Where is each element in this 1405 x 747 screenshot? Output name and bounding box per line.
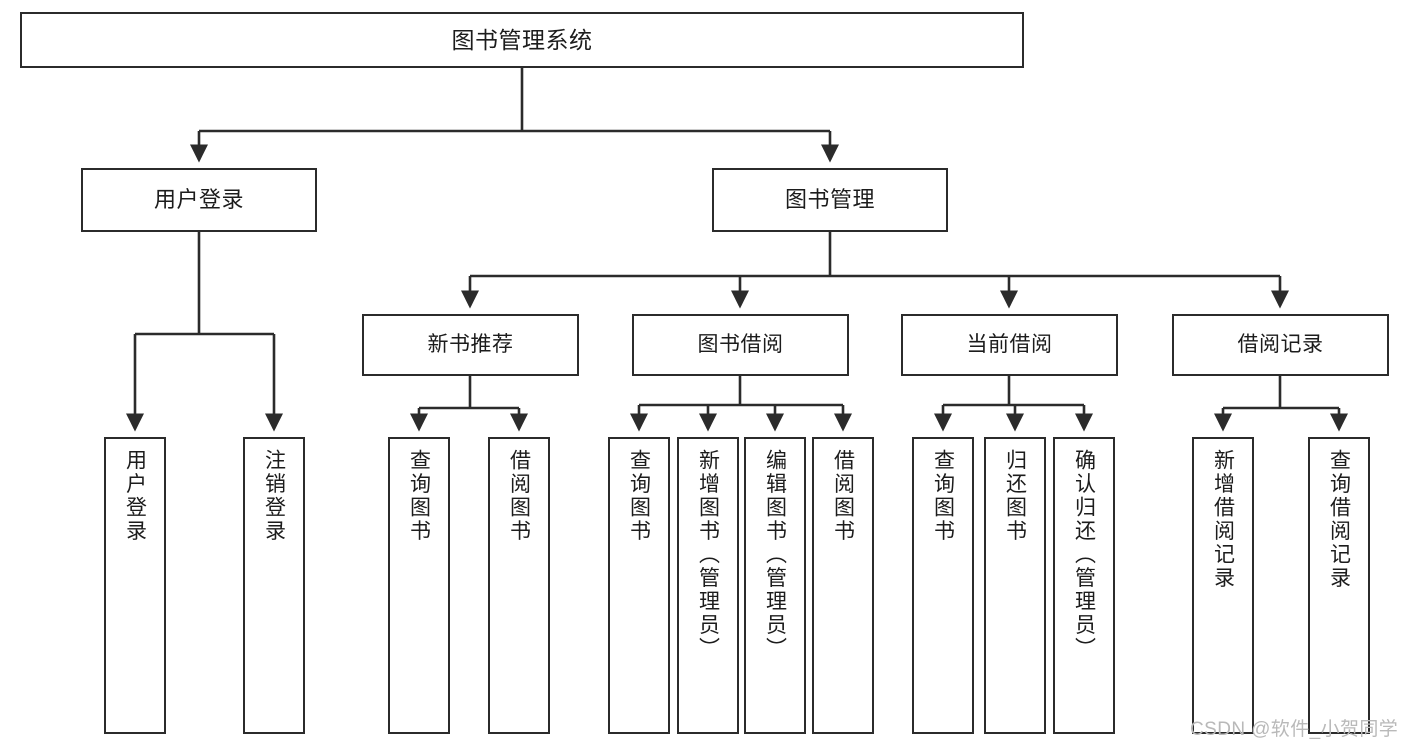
leaf-borrow-book-label: 借阅图书 <box>831 449 855 543</box>
leaf-query-borrow-record-label: 查询借阅记录 <box>1327 449 1351 590</box>
leaf-confirm-return-admin-label: 确认归还（管理员） <box>1072 449 1096 661</box>
leaf-logout-label: 注销登录 <box>262 449 286 543</box>
leaf-user-login-label: 用户登录 <box>123 449 147 543</box>
leaf-borrow-book[interactable]: 借阅图书 <box>812 437 874 734</box>
leaf-add-book-admin-label: 新增图书（管理员） <box>696 449 720 661</box>
leaf-borrow-book-recommend[interactable]: 借阅图书 <box>488 437 550 734</box>
leaf-query-book-borrow[interactable]: 查询图书 <box>608 437 670 734</box>
node-borrow-record-label: 借阅记录 <box>1237 332 1324 356</box>
leaf-query-book-borrow-label: 查询图书 <box>627 449 651 543</box>
node-book-management[interactable]: 图书管理 <box>712 168 948 232</box>
leaf-query-book-current[interactable]: 查询图书 <box>912 437 974 734</box>
node-user-login[interactable]: 用户登录 <box>81 168 317 232</box>
node-current-borrow[interactable]: 当前借阅 <box>901 314 1118 376</box>
node-root[interactable]: 图书管理系统 <box>20 12 1024 68</box>
node-user-login-label: 用户登录 <box>153 187 244 213</box>
leaf-confirm-return-admin[interactable]: 确认归还（管理员） <box>1053 437 1115 734</box>
node-new-book-recommend-label: 新书推荐 <box>427 332 514 356</box>
leaf-add-borrow-record-label: 新增借阅记录 <box>1211 449 1235 590</box>
node-current-borrow-label: 当前借阅 <box>966 332 1053 356</box>
leaf-logout[interactable]: 注销登录 <box>243 437 305 734</box>
leaf-return-book-label: 归还图书 <box>1003 449 1027 543</box>
leaf-user-login[interactable]: 用户登录 <box>104 437 166 734</box>
node-new-book-recommend[interactable]: 新书推荐 <box>362 314 579 376</box>
leaf-query-book-current-label: 查询图书 <box>931 449 955 543</box>
leaf-query-borrow-record[interactable]: 查询借阅记录 <box>1308 437 1370 734</box>
node-borrow-record[interactable]: 借阅记录 <box>1172 314 1389 376</box>
node-book-borrow[interactable]: 图书借阅 <box>632 314 849 376</box>
leaf-borrow-book-recommend-label: 借阅图书 <box>507 449 531 543</box>
node-book-borrow-label: 图书借阅 <box>697 332 784 356</box>
leaf-edit-book-admin-label: 编辑图书（管理员） <box>763 449 787 661</box>
node-book-management-label: 图书管理 <box>784 187 875 213</box>
leaf-add-borrow-record[interactable]: 新增借阅记录 <box>1192 437 1254 734</box>
leaf-add-book-admin[interactable]: 新增图书（管理员） <box>677 437 739 734</box>
leaf-return-book[interactable]: 归还图书 <box>984 437 1046 734</box>
leaf-query-book-recommend-label: 查询图书 <box>407 449 431 543</box>
leaf-edit-book-admin[interactable]: 编辑图书（管理员） <box>744 437 806 734</box>
leaf-query-book-recommend[interactable]: 查询图书 <box>388 437 450 734</box>
node-root-label: 图书管理系统 <box>451 26 593 53</box>
watermark: CSDN @软件_小贺同学 <box>1190 719 1399 740</box>
